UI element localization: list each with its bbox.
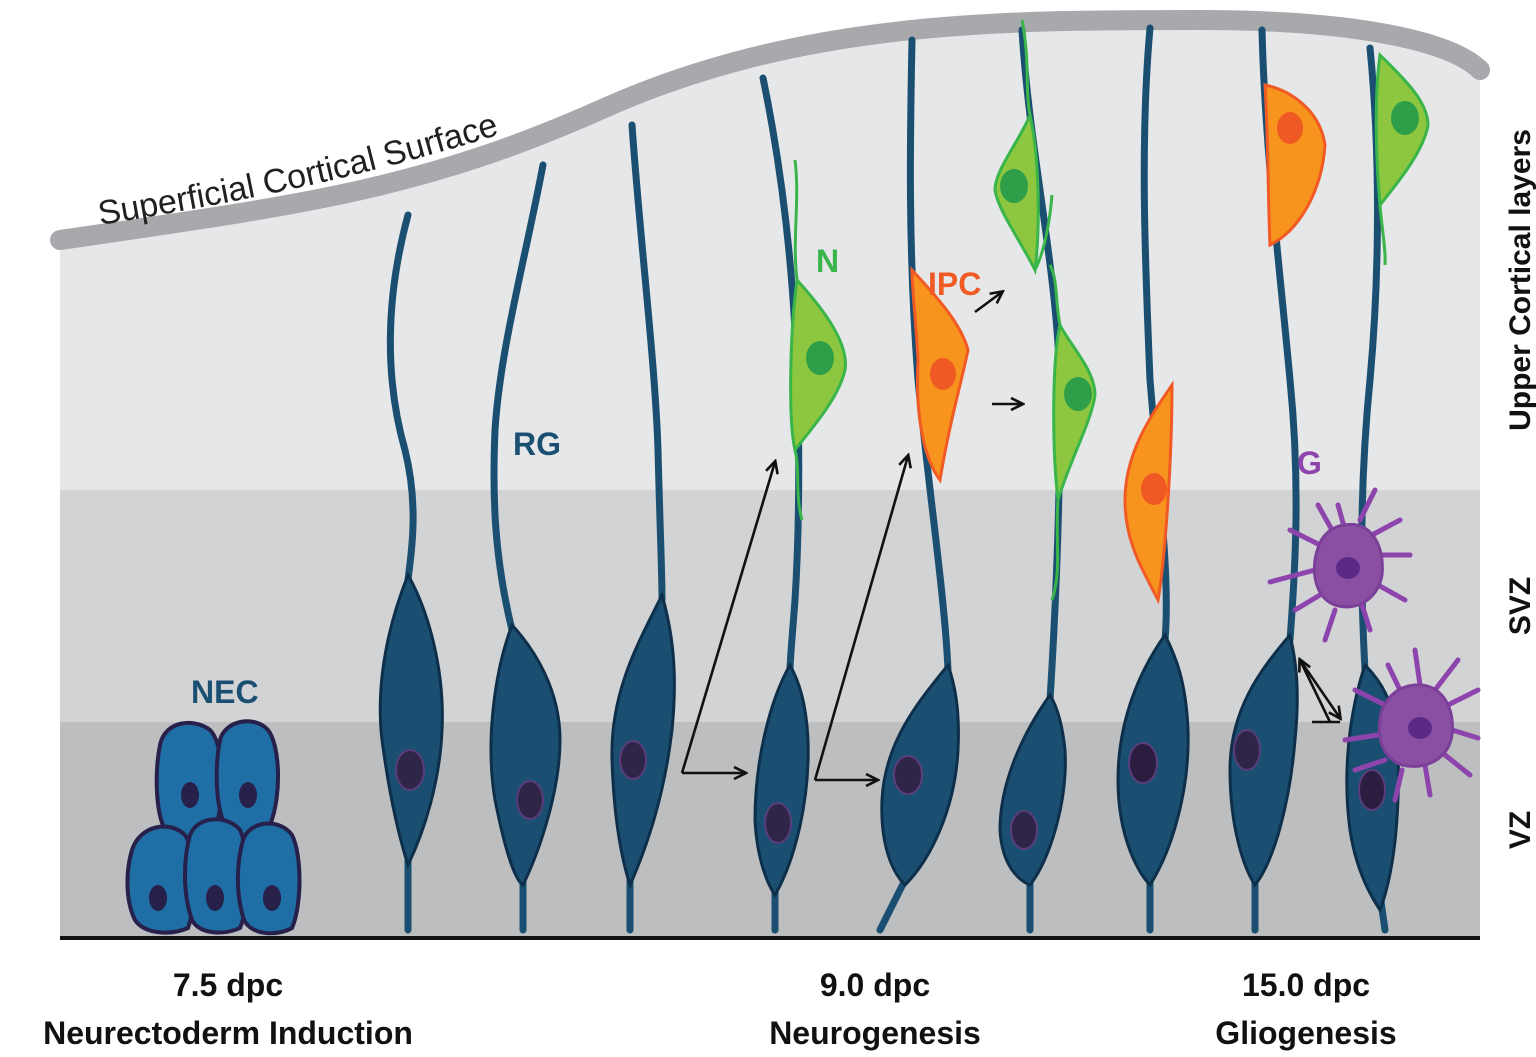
stage-2-name: Neurogenesis <box>769 1015 981 1051</box>
neuron-process-4 <box>1378 204 1387 266</box>
stage-labels: 7.5 dpc Neurectoderm Induction 9.0 dpc N… <box>43 967 1397 1051</box>
rg-nucleus-8 <box>1233 729 1261 771</box>
rg-fiber-2 <box>490 161 547 934</box>
ipc-nuclei <box>930 112 1303 505</box>
zone-label-svz: SVZ <box>1504 577 1536 635</box>
arrow-glia-down <box>1298 659 1340 718</box>
neuron-nuclei <box>806 101 1419 411</box>
neuron-processes <box>793 19 1387 601</box>
nec-nucleus-1 <box>181 782 199 808</box>
rg-fiber-7 <box>1140 24 1170 934</box>
glia-2 <box>1342 647 1481 803</box>
nec-cell-5 <box>235 821 302 936</box>
rg-nucleus-6 <box>1010 810 1038 850</box>
rg-body-1 <box>378 571 444 870</box>
neuron-process-2 <box>1020 19 1054 271</box>
rg-nucleus-7 <box>1128 742 1158 784</box>
ipc-nucleus-2 <box>1141 473 1167 505</box>
rg-body-2 <box>489 622 562 888</box>
radial-glia-nuclei <box>395 729 1386 850</box>
arrow-ipc-to-neuron-1 <box>974 292 1002 314</box>
ipc-nucleus-1 <box>930 358 956 390</box>
lineage-arrows <box>680 292 1340 781</box>
nec-cell-4 <box>183 817 250 935</box>
stage-3-time: 15.0 dpc <box>1242 967 1370 1003</box>
arrow-glia-up <box>1300 660 1332 723</box>
rg-body-8 <box>1228 631 1299 888</box>
stage-2-time: 9.0 dpc <box>820 967 930 1003</box>
label-n: N <box>816 243 839 279</box>
label-ipc: IPC <box>928 266 981 302</box>
neuron-nucleus-3 <box>1064 377 1092 411</box>
label-rg: RG <box>513 426 561 462</box>
rg-body-3 <box>610 590 676 890</box>
rg-nucleus-2 <box>516 780 544 820</box>
nec-nuclei <box>149 782 281 911</box>
glia-cells <box>1267 487 1481 803</box>
label-g: G <box>1297 445 1322 481</box>
stage-1-time: 7.5 dpc <box>173 967 283 1003</box>
label-nec: NEC <box>191 674 259 710</box>
rg-nucleus-1 <box>395 749 425 791</box>
rg-nucleus-5 <box>893 755 923 795</box>
glia-1 <box>1267 487 1413 643</box>
arrow-division-2 <box>813 456 908 781</box>
nec-nucleus-5 <box>263 885 281 911</box>
neuron-process-3 <box>1048 264 1062 601</box>
rg-fiber-1 <box>386 211 417 934</box>
rg-nucleus-4 <box>764 802 792 844</box>
nec-cluster <box>125 719 302 936</box>
rg-nucleus-9 <box>1358 769 1386 811</box>
stage-1-name: Neurectoderm Induction <box>43 1015 413 1051</box>
stage-3-name: Gliogenesis <box>1215 1015 1396 1051</box>
arrow-division-1 <box>680 462 775 774</box>
neuron-nucleus-1 <box>806 341 834 375</box>
neuron-nucleus-4 <box>1391 101 1419 135</box>
ipc-nucleus-3 <box>1277 112 1303 144</box>
nec-nucleus-3 <box>149 885 167 911</box>
neuron-process-1 <box>793 159 804 521</box>
zone-label-vz: VZ <box>1504 811 1536 849</box>
cortical-surface-line <box>50 9 1490 250</box>
nec-cell-3 <box>125 824 197 935</box>
nec-nucleus-4 <box>206 885 224 911</box>
neuron-3 <box>1052 320 1097 501</box>
rg-nucleus-3 <box>619 740 647 780</box>
neuron-nucleus-2 <box>1000 169 1028 203</box>
nec-nucleus-2 <box>239 782 257 808</box>
zone-label-upper: Upper Cortical layers <box>1504 129 1536 431</box>
zone-svz <box>60 490 1480 722</box>
